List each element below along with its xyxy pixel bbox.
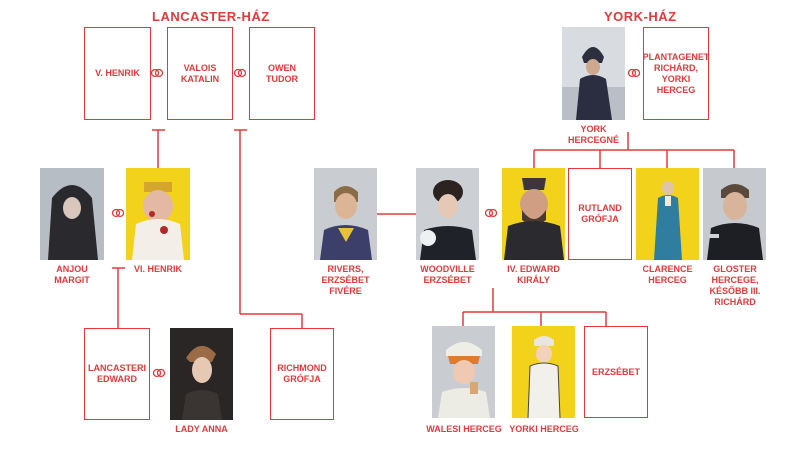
caption-henrik-vi: VI. HENRIK (133, 264, 182, 274)
person-owen-tudor: OWEN TUDOR (249, 27, 315, 120)
caption-york-hercegne: YORK HERCEGNÉ (567, 124, 619, 145)
person-label: ERZSÉBET (591, 366, 640, 377)
caption-walesi-herceg: WALESI HERCEG (426, 424, 502, 434)
photo-henrik-vi (126, 168, 190, 260)
person-label: PLANTAGENET RICHÁRD, YORKI HERCEG (642, 51, 710, 95)
photo-lady-anna (170, 328, 233, 420)
person-plantagenet-richard: PLANTAGENET RICHÁRD, YORKI HERCEG (643, 27, 709, 120)
person-label: OWEN TUDOR (266, 62, 298, 84)
photo-anjou-margit (40, 168, 104, 260)
marriage-rings-icon (150, 68, 164, 78)
person-label: VALOIS KATALIN (180, 62, 220, 84)
marriage-rings-icon (111, 208, 125, 218)
lancaster-house-title: LANCASTER-HÁZ (152, 9, 270, 24)
photo-gloster (703, 168, 766, 260)
person-valois-katalin: VALOIS KATALIN (167, 27, 233, 120)
caption-gloster: GLOSTER HERCEGE, KÉSŐBB III. RICHÁRD (709, 264, 761, 307)
photo-york-hercegne (562, 27, 625, 120)
caption-edward-iv: IV. EDWARD KIRÁLY (507, 264, 560, 285)
person-label: RUTLAND GRÓFJA (578, 203, 622, 224)
marriage-rings-icon (233, 68, 247, 78)
caption-lady-anna: LADY ANNA (175, 424, 228, 434)
person-label: LANCASTERI EDWARD (88, 363, 146, 384)
caption-woodville-erzsebet: WOODVILLE ERZSÉBET (420, 264, 475, 285)
photo-edward-iv (502, 168, 565, 260)
person-rutland: RUTLAND GRÓFJA (568, 168, 632, 260)
marriage-rings-icon (627, 68, 641, 78)
caption-anjou-margit: ANJOU MARGIT (54, 264, 90, 285)
person-erzsebet: ERZSÉBET (584, 326, 648, 418)
person-label: RICHMOND GRÓFJA (277, 363, 327, 384)
photo-rivers (314, 168, 377, 260)
photo-yorki-herceg (512, 326, 575, 418)
photo-walesi-herceg (432, 326, 495, 418)
caption-clarence: CLARENCE HERCEG (642, 264, 693, 285)
person-label: V. HENRIK (95, 68, 140, 78)
caption-yorki-herceg: YORKI HERCEG (509, 424, 579, 434)
caption-rivers: RIVERS, ERZSÉBET FIVÉRE (321, 264, 370, 296)
marriage-rings-icon (152, 368, 166, 378)
photo-woodville-erzsebet (416, 168, 479, 260)
photo-clarence (636, 168, 699, 260)
person-richmond: RICHMOND GRÓFJA (270, 328, 334, 420)
person-henrik-v: V. HENRIK (84, 27, 151, 120)
person-lancasteri-edward: LANCASTERI EDWARD (84, 328, 150, 420)
york-house-title: YORK-HÁZ (604, 9, 677, 24)
marriage-rings-icon (484, 208, 498, 218)
